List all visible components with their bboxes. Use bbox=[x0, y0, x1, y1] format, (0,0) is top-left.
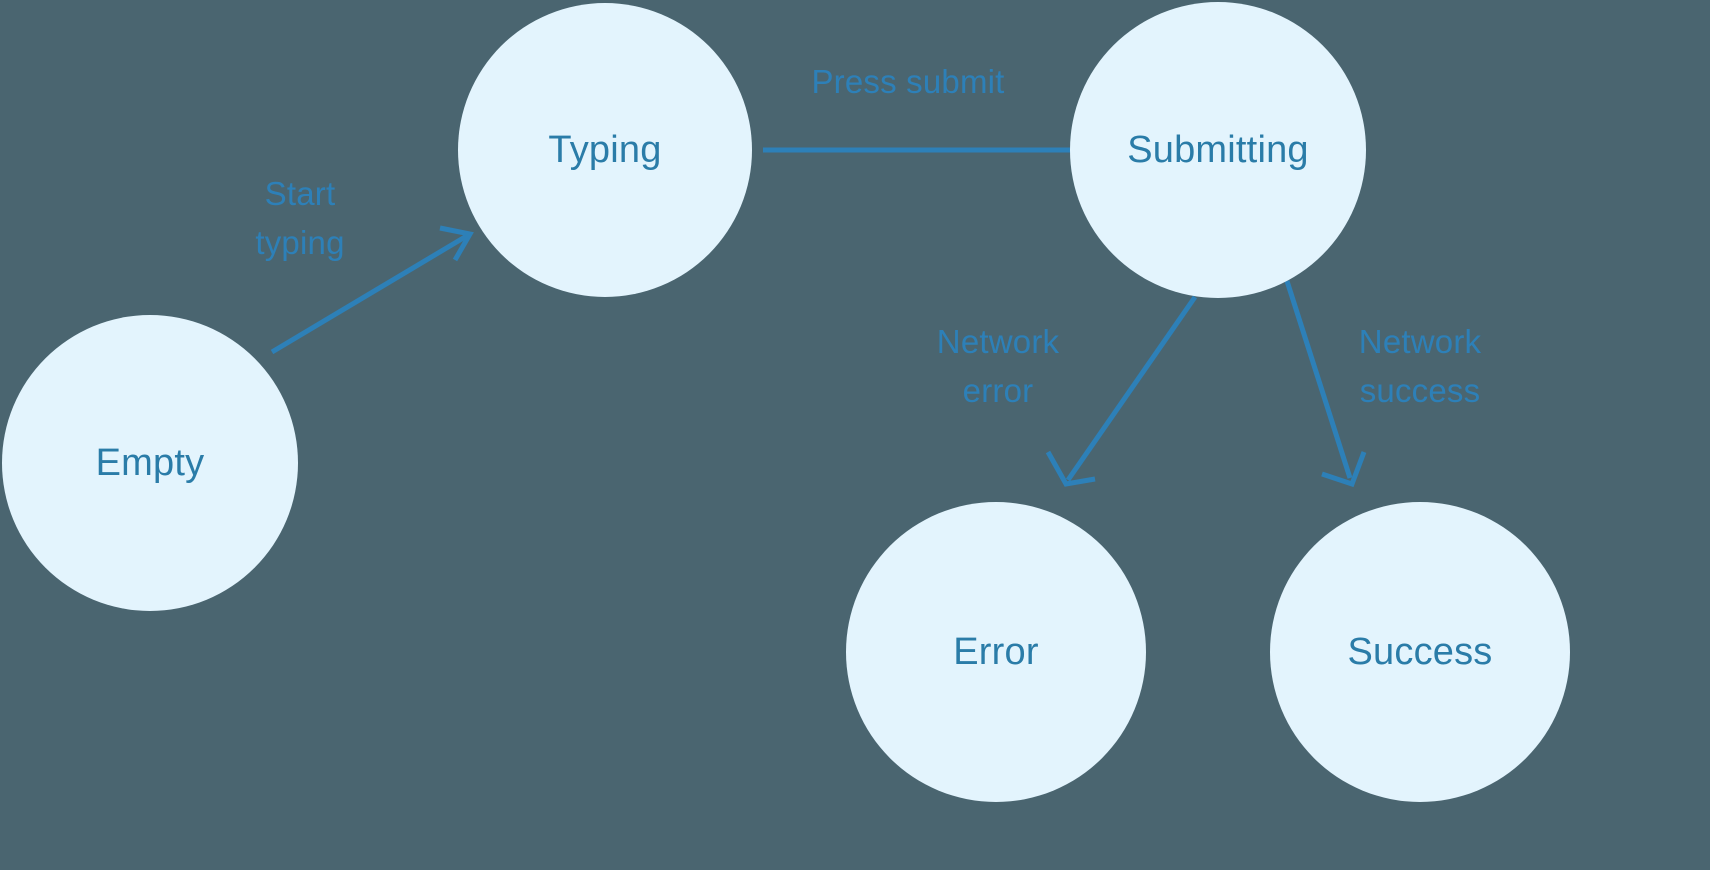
edge-label-empty-to-typing: Start typing bbox=[255, 175, 344, 261]
node-typing[interactable]: Typing bbox=[458, 3, 752, 297]
edge-label-start-typing-line2: typing bbox=[255, 224, 344, 261]
edge-submitting-to-success-arrowhead bbox=[1321, 451, 1367, 488]
node-error-circle[interactable] bbox=[846, 502, 1146, 802]
edge-label-network-success-line1: Network bbox=[1359, 323, 1482, 360]
node-submitting-label: Submitting bbox=[1127, 129, 1309, 171]
node-submitting-circle[interactable] bbox=[1070, 2, 1366, 298]
node-error-label: Error bbox=[953, 631, 1039, 673]
edge-label-network-success-line2: success bbox=[1360, 372, 1481, 409]
edge-empty-to-typing-arrowhead bbox=[439, 225, 474, 262]
edge-empty-to-typing bbox=[270, 225, 474, 355]
edge-submitting-to-error-line bbox=[1065, 295, 1198, 482]
node-typing-circle[interactable] bbox=[458, 3, 752, 297]
edge-empty-to-typing-line bbox=[270, 231, 472, 355]
node-typing-label: Typing bbox=[548, 129, 661, 171]
node-success[interactable]: Success bbox=[1270, 502, 1570, 802]
edge-submitting-to-error-arrowhead bbox=[1045, 450, 1096, 487]
node-success-label: Success bbox=[1347, 631, 1492, 673]
node-submitting[interactable]: Submitting bbox=[1070, 2, 1366, 298]
edge-submitting-to-success-line bbox=[1284, 280, 1353, 479]
node-empty[interactable]: Empty bbox=[2, 315, 298, 611]
node-success-circle[interactable] bbox=[1270, 502, 1570, 802]
edge-label-typing-to-submitting: Press submit bbox=[811, 63, 1004, 100]
edge-label-network-error-line1: Network bbox=[937, 323, 1060, 360]
node-error[interactable]: Error bbox=[846, 502, 1146, 802]
edge-submitting-to-error bbox=[1045, 295, 1198, 487]
edge-submitting-to-success bbox=[1284, 280, 1367, 488]
edge-label-submitting-to-error: Network error bbox=[937, 323, 1060, 409]
edge-label-submitting-to-success: Network success bbox=[1359, 323, 1482, 409]
edge-label-start-typing-line1: Start bbox=[265, 175, 336, 212]
node-empty-label: Empty bbox=[96, 442, 205, 484]
node-empty-circle[interactable] bbox=[2, 315, 298, 611]
edge-label-network-error-line2: error bbox=[963, 372, 1034, 409]
edge-label-press-submit-line1: Press submit bbox=[811, 63, 1004, 100]
